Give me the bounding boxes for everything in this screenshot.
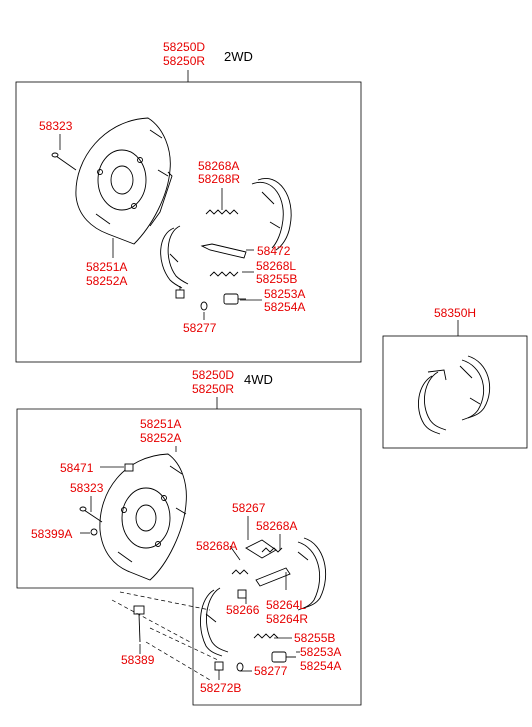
shoe-set-code: 58350H — [434, 306, 476, 320]
label-4wd-nipple: 58277 — [254, 664, 288, 678]
label-2wd-bolt: 58323 — [39, 119, 73, 133]
spring-4wd-left-drawing — [231, 569, 249, 575]
spring-2wd-upper-drawing — [205, 209, 239, 215]
bleeder-2wd-drawing — [175, 286, 185, 299]
label-2wd-nipple: 58277 — [183, 321, 217, 335]
label-4wd-spring-r: 58264R — [266, 612, 308, 626]
label-4wd-spring-l: 58264L — [266, 598, 306, 612]
bolt-2wd-drawing — [51, 152, 77, 171]
brake-shoe-4wd-right-drawing — [297, 537, 327, 611]
spring-4wd-lower-drawing — [253, 633, 279, 639]
label-2wd-backing-plate-a: 58251A — [86, 260, 127, 274]
label-4wd-hub-bolt: 58389 — [121, 653, 155, 667]
backing-plate-2wd-drawing — [75, 117, 173, 245]
label-2wd-backing-plate-b: 58252A — [86, 274, 127, 288]
label-2wd-spring-a: 58268A — [198, 159, 239, 173]
label-2wd-spring-l: 58268L — [256, 259, 296, 273]
drive-type-2wd: 2WD — [224, 49, 253, 64]
drive-type-4wd: 4WD — [244, 372, 273, 387]
spring-2wd-lower-drawing — [209, 271, 239, 277]
spring-4wd-upper-drawing — [261, 547, 283, 553]
washer-4wd-drawing — [90, 528, 98, 536]
label-4wd-pin: 58266 — [226, 603, 260, 617]
section-shoe-set: 58350H — [382, 306, 528, 449]
brake-shoe-4wd-left-drawing — [200, 587, 229, 657]
nut-b-4wd-drawing — [214, 661, 224, 671]
label-4wd-spring-a-left: 58268A — [196, 539, 237, 553]
frame-2wd — [15, 81, 362, 363]
label-4wd-cylinder-b: 58254A — [300, 659, 341, 673]
label-4wd-bolt: 58323 — [70, 481, 104, 495]
label-2wd-cylinder-a: 58253A — [264, 287, 305, 301]
frame-shoe-set — [382, 335, 528, 449]
label-4wd-spring-a-right: 58268A — [256, 519, 297, 533]
pin-4wd-drawing — [237, 589, 247, 599]
label-4wd-backing-plate-a: 58251A — [140, 417, 181, 431]
wheel-cylinder-2wd-drawing — [223, 293, 246, 305]
assembly-code-2wd-2: 58250R — [163, 54, 205, 68]
hub-bolt-4wd-drawing — [111, 591, 219, 681]
nipple-4wd-drawing — [236, 662, 244, 672]
label-4wd-lever: 58267 — [232, 501, 266, 515]
label-4wd-nut-b: 58272B — [200, 681, 241, 695]
brake-shoe-set-right-drawing — [459, 355, 491, 421]
section-2wd: 58250D 58250R 2WD — [15, 40, 362, 363]
label-4wd-nut: 58471 — [60, 461, 94, 475]
brake-shoe-2wd-right-drawing — [251, 178, 292, 251]
adjuster-2wd-drawing — [200, 243, 247, 259]
label-2wd-spring-r: 58268R — [198, 172, 240, 186]
assembly-code-4wd-2: 58250R — [192, 382, 234, 396]
assembly-code-2wd-1: 58250D — [163, 40, 205, 54]
backing-plate-4wd-drawing — [99, 453, 187, 581]
wheel-cylinder-4wd-drawing — [271, 651, 296, 663]
brake-shoe-2wd-left-drawing — [160, 225, 189, 289]
label-2wd-cylinder-b: 58254A — [264, 300, 305, 314]
label-4wd-backing-plate-b: 58252A — [140, 431, 181, 445]
section-4wd: 58250D 58250R 4WD — [16, 368, 362, 706]
frame-4wd — [16, 408, 362, 706]
label-4wd-spring-b: 58255B — [294, 631, 335, 645]
spring-4wd-mid-drawing — [255, 567, 291, 587]
label-2wd-spring-b: 58255B — [256, 272, 297, 286]
nut-4wd-drawing — [124, 463, 134, 472]
nipple-2wd-drawing — [200, 301, 208, 311]
label-4wd-cylinder-a: 58253A — [300, 645, 341, 659]
lever-4wd-drawing — [245, 539, 277, 559]
assembly-code-4wd-1: 58250D — [192, 368, 234, 382]
brake-shoe-set-left-drawing — [417, 369, 447, 435]
bolt-4wd-drawing — [79, 506, 103, 523]
label-4wd-washer: 58399A — [31, 527, 72, 541]
label-2wd-adjuster: 58472 — [257, 244, 291, 258]
